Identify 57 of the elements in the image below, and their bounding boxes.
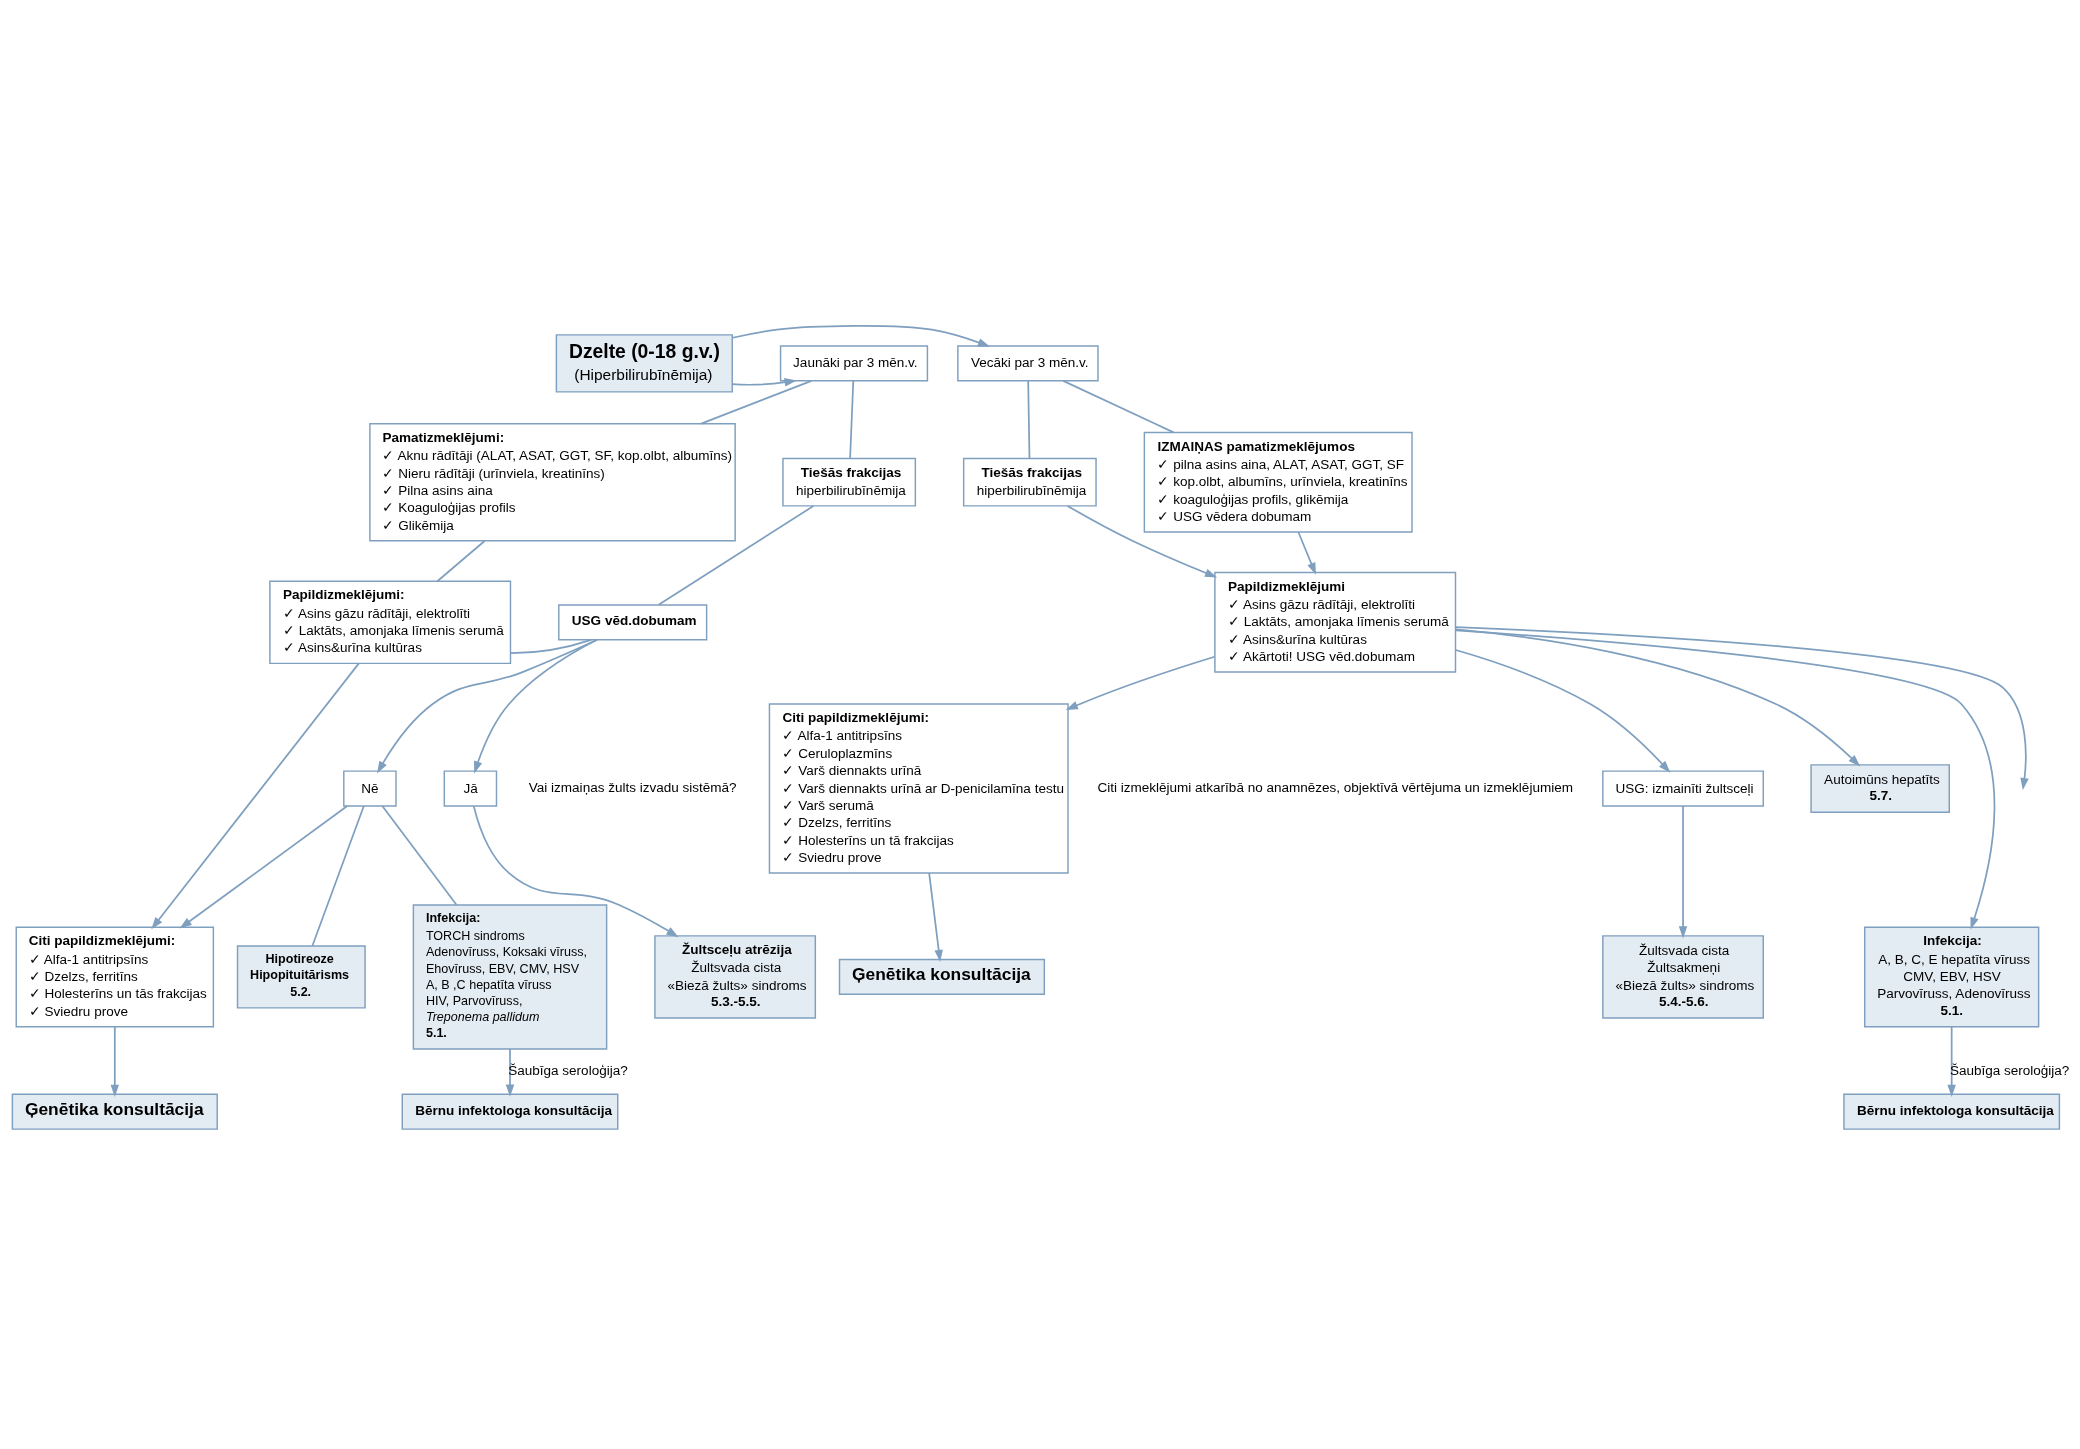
connector bbox=[657, 504, 815, 606]
arrow bbox=[474, 638, 598, 773]
edge-label: Šaubīga seroloģija? bbox=[1949, 1062, 2070, 1078]
arrow bbox=[1947, 1025, 1956, 1097]
node-box: Tiešās frakcijas hiperbilirubīnēmija bbox=[782, 457, 917, 507]
connector bbox=[381, 804, 458, 906]
arrow bbox=[1455, 628, 1861, 766]
arrow bbox=[377, 638, 599, 773]
arrow bbox=[179, 804, 349, 929]
label: Citi izmeklējumi atkarībā no anamnēzes, objektīvā vērtējuma un izmeklējumiem bbox=[1097, 779, 1573, 795]
node-box: Hipotireoze Hipopituitārisms 5.2. bbox=[236, 944, 366, 1009]
arrow bbox=[505, 1047, 515, 1097]
node-box: USG vēd.dobumam bbox=[558, 603, 708, 640]
node-box: Ģenētika konsultācija bbox=[11, 1093, 218, 1130]
node-box: Jaunāki par 3 mēn.v. bbox=[779, 344, 929, 381]
connector bbox=[700, 379, 813, 424]
arrow bbox=[928, 871, 943, 962]
arrow bbox=[1454, 648, 1671, 773]
arrow bbox=[731, 377, 797, 387]
connector bbox=[849, 379, 855, 459]
node-box: USG: izmainīti žultsceļi bbox=[1602, 769, 1764, 807]
node-box: Papildizmeklējumi ✓ Asins gāzu rādītāji, elektrolīti ✓ Laktāts, amonjaka līmenis serumā ✓ Asins&urīna kultūras ✓ Akārtoti! USG vēd.dobumam bbox=[1214, 571, 1457, 673]
node-box: Bērnu infektologa konsultācija bbox=[401, 1093, 619, 1130]
arrow bbox=[110, 1025, 120, 1097]
arrow bbox=[731, 324, 991, 347]
arrow bbox=[1678, 804, 1688, 938]
node-box: Dzelte (0-18 g.v.) (Hiperbilirubīnēmija) bbox=[555, 333, 733, 393]
node-box: Žultsceļu atrēzija Žultsvada cista «Biezā žults» sindroms 5.3.-5.5. bbox=[654, 934, 817, 1019]
connector bbox=[1062, 379, 1175, 433]
connector bbox=[1027, 379, 1031, 459]
connector bbox=[509, 638, 593, 654]
node-box: IZMAIŅAS pamatizmeklējumos ✓ pilna asins aina, ALAT, ASAT, GGT, SF ✓ kop.olbt, albumīns, urīnviela, kreatinīns ✓ koaguloģijas profils, glikēmija ✓ USG vēdera dobumam bbox=[1143, 431, 1413, 533]
node-box: Nē bbox=[343, 769, 397, 807]
node-box: Tiešās frakcijas hiperbilirubīnēmija bbox=[962, 457, 1097, 507]
arrow bbox=[472, 804, 679, 937]
node-box: Pamatizmeklējumi: ✓ Aknu rādītāji (ALAT, ASAT, GGT, SF, kop.olbt, albumīns) ✓ Nieru rādītāji (urīnviela, kreatinīns) ✓ Pilna asins aina ✓ Koaguloģijas profils ✓ Glikēmija bbox=[369, 422, 736, 541]
arrow bbox=[1066, 504, 1218, 577]
arrow bbox=[1454, 625, 2029, 790]
node-box: Jā bbox=[443, 769, 498, 807]
arrow bbox=[151, 662, 360, 929]
arrow bbox=[1297, 530, 1316, 575]
node-box: Citi papildizmeklējumi: ✓ Alfa-1 antitripsīns ✓ Ceruloplazmīns ✓ Varš diennakts urīnā ✓ Varš diennakts urīnā ar D-penicilamīna testu ✓ Varš serumā ✓ Dzelzs, ferritīns ✓ Holesterīns un tā frakcijas ✓ Sviedru prove bbox=[768, 702, 1069, 874]
node-box: Vecāki par 3 mēn.v. bbox=[957, 344, 1099, 381]
connector bbox=[311, 804, 365, 947]
node-box: Infekcija: A, B, C, E hepatīta vīruss CMV, EBV, HSV Parvovīruss, Adenovīruss 5.1. bbox=[1864, 925, 2040, 1027]
arrow bbox=[1454, 629, 1996, 930]
node-box: Infekcija: TORCH sindroms Adenovīruss, Koksaki vīruss, Ehovīruss, EBV, CMV, HSV A, B ,C hepatīta vīruss HIV, Parvovīruss, Treponema pallidum 5.1. bbox=[412, 903, 608, 1050]
node-box: Žultsvada cista Žultsakmeņi «Biezā žults» sindroms 5.4.-5.6. bbox=[1602, 934, 1764, 1019]
node-box: Autoimūns hepatīts 5.7. bbox=[1810, 763, 1950, 813]
node-box: Ģenētika konsultācija bbox=[838, 958, 1046, 995]
edge-label: Šaubīga seroloģija? bbox=[508, 1062, 628, 1078]
node-box: Citi papildizmeklējumi: ✓ Alfa-1 antitripsīns ✓ Dzelzs, ferritīns ✓ Holesterīns un tās frakcijas ✓ Sviedru prove bbox=[15, 925, 215, 1027]
node-box: Bērnu infektologa konsultācija bbox=[1843, 1093, 2061, 1130]
connector bbox=[436, 539, 486, 582]
label: Vai izmaiņas žults izvadu sistēmā? bbox=[528, 779, 737, 795]
node-box: Papildizmeklējumi: ✓ Asins gāzu rādītāji, elektrolīti ✓ Laktāts, amonjaka līmenis serumā ✓ Asins&urīna kultūras bbox=[269, 580, 512, 664]
arrow bbox=[1065, 655, 1216, 710]
